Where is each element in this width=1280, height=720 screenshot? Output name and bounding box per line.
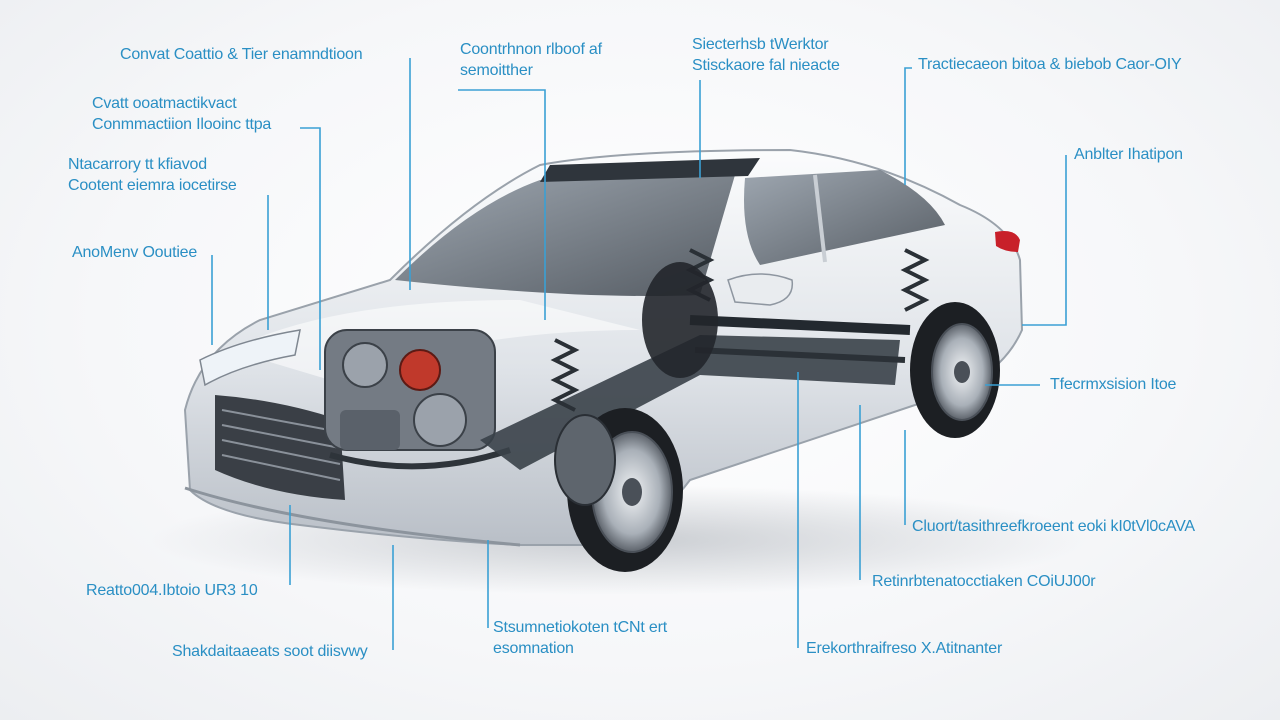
label-line: Cootent eiemra iocetirse <box>68 177 237 194</box>
label-line: Retinrbtenatocctiaken COiUJ00r <box>872 573 1096 590</box>
label-line: Stisckaore fal nieacte <box>692 57 840 74</box>
label-control-roof: Coontrhnon rlboof af semoitther <box>460 39 602 81</box>
label-radio: Reatto004.Ibtoio UR3 10 <box>86 580 258 601</box>
tail-light <box>995 231 1020 252</box>
label-line: Shakdaitaaeats soot diisvwy <box>172 643 368 660</box>
label-line: semoitther <box>460 62 533 79</box>
label-line: Ntacarrory tt kfiavod <box>68 156 207 173</box>
chassis-frame <box>480 248 930 470</box>
label-shock-seats: Shakdaitaaeats soot diisvwy <box>172 641 368 662</box>
label-line: Coontrhnon rlboof af <box>460 41 602 58</box>
label-line: esomnation <box>493 640 574 657</box>
label-exhaust: Erekorthraifreso X.Atitnanter <box>806 638 1002 659</box>
rear-left-wheel <box>642 262 718 378</box>
label-line: Siecterhsb tWerktor <box>692 36 829 53</box>
label-line: Cluort/tasithreefkroeent eoki kI0tVl0cAV… <box>912 518 1195 535</box>
label-ambient-hatch: Anblter Ihatipon <box>1074 144 1183 165</box>
windshield <box>395 175 735 296</box>
label-line: Reatto004.Ibtoio UR3 10 <box>86 582 258 599</box>
sunroof <box>540 158 760 182</box>
label-line: Stsumnetiokoten tCNt ert <box>493 619 667 636</box>
label-line: Conmmactiion Ilooinc ttpa <box>92 116 272 133</box>
label-suspension: Stsumnetiokoten tCNt ert esomnation <box>493 617 667 659</box>
label-paint-coating: Convat Coattio & Tier enamndtioon <box>120 44 363 65</box>
engine <box>324 329 511 470</box>
label-anomaly-outline: AnoMenv Ooutiee <box>72 242 197 263</box>
label-transmission: Tfecrmxsision Itoe <box>1050 374 1176 395</box>
label-line: Tfecrmxsision Itoe <box>1050 376 1177 393</box>
label-line: Tractiecaeon bitoa & biebob Caor-OIY <box>918 56 1182 73</box>
side-windows <box>744 170 945 265</box>
front-spring <box>550 338 580 412</box>
label-line: Anblter Ihatipon <box>1074 146 1183 163</box>
label-line: Erekorthraifreso X.Atitnanter <box>806 640 1003 657</box>
rear-wheel <box>910 302 1000 438</box>
side-mirror <box>727 273 794 306</box>
label-retention: Retinrbtenatocctiaken COiUJ00r <box>872 571 1096 592</box>
label-line: AnoMenv Ooutiee <box>72 244 198 261</box>
headlight <box>199 329 301 387</box>
front-disc <box>554 414 616 506</box>
label-line: Convat Coattio & Tier enamndtioon <box>120 46 363 63</box>
label-clutch: Cluort/tasithreefkroeent eoki kI0tVl0cAV… <box>912 516 1195 537</box>
label-traction: Tractiecaeon bitoa & biebob Caor-OIY <box>918 54 1182 75</box>
label-line: Cvatt ooatmactikvact <box>92 95 237 112</box>
leader-lines <box>211 58 1067 650</box>
